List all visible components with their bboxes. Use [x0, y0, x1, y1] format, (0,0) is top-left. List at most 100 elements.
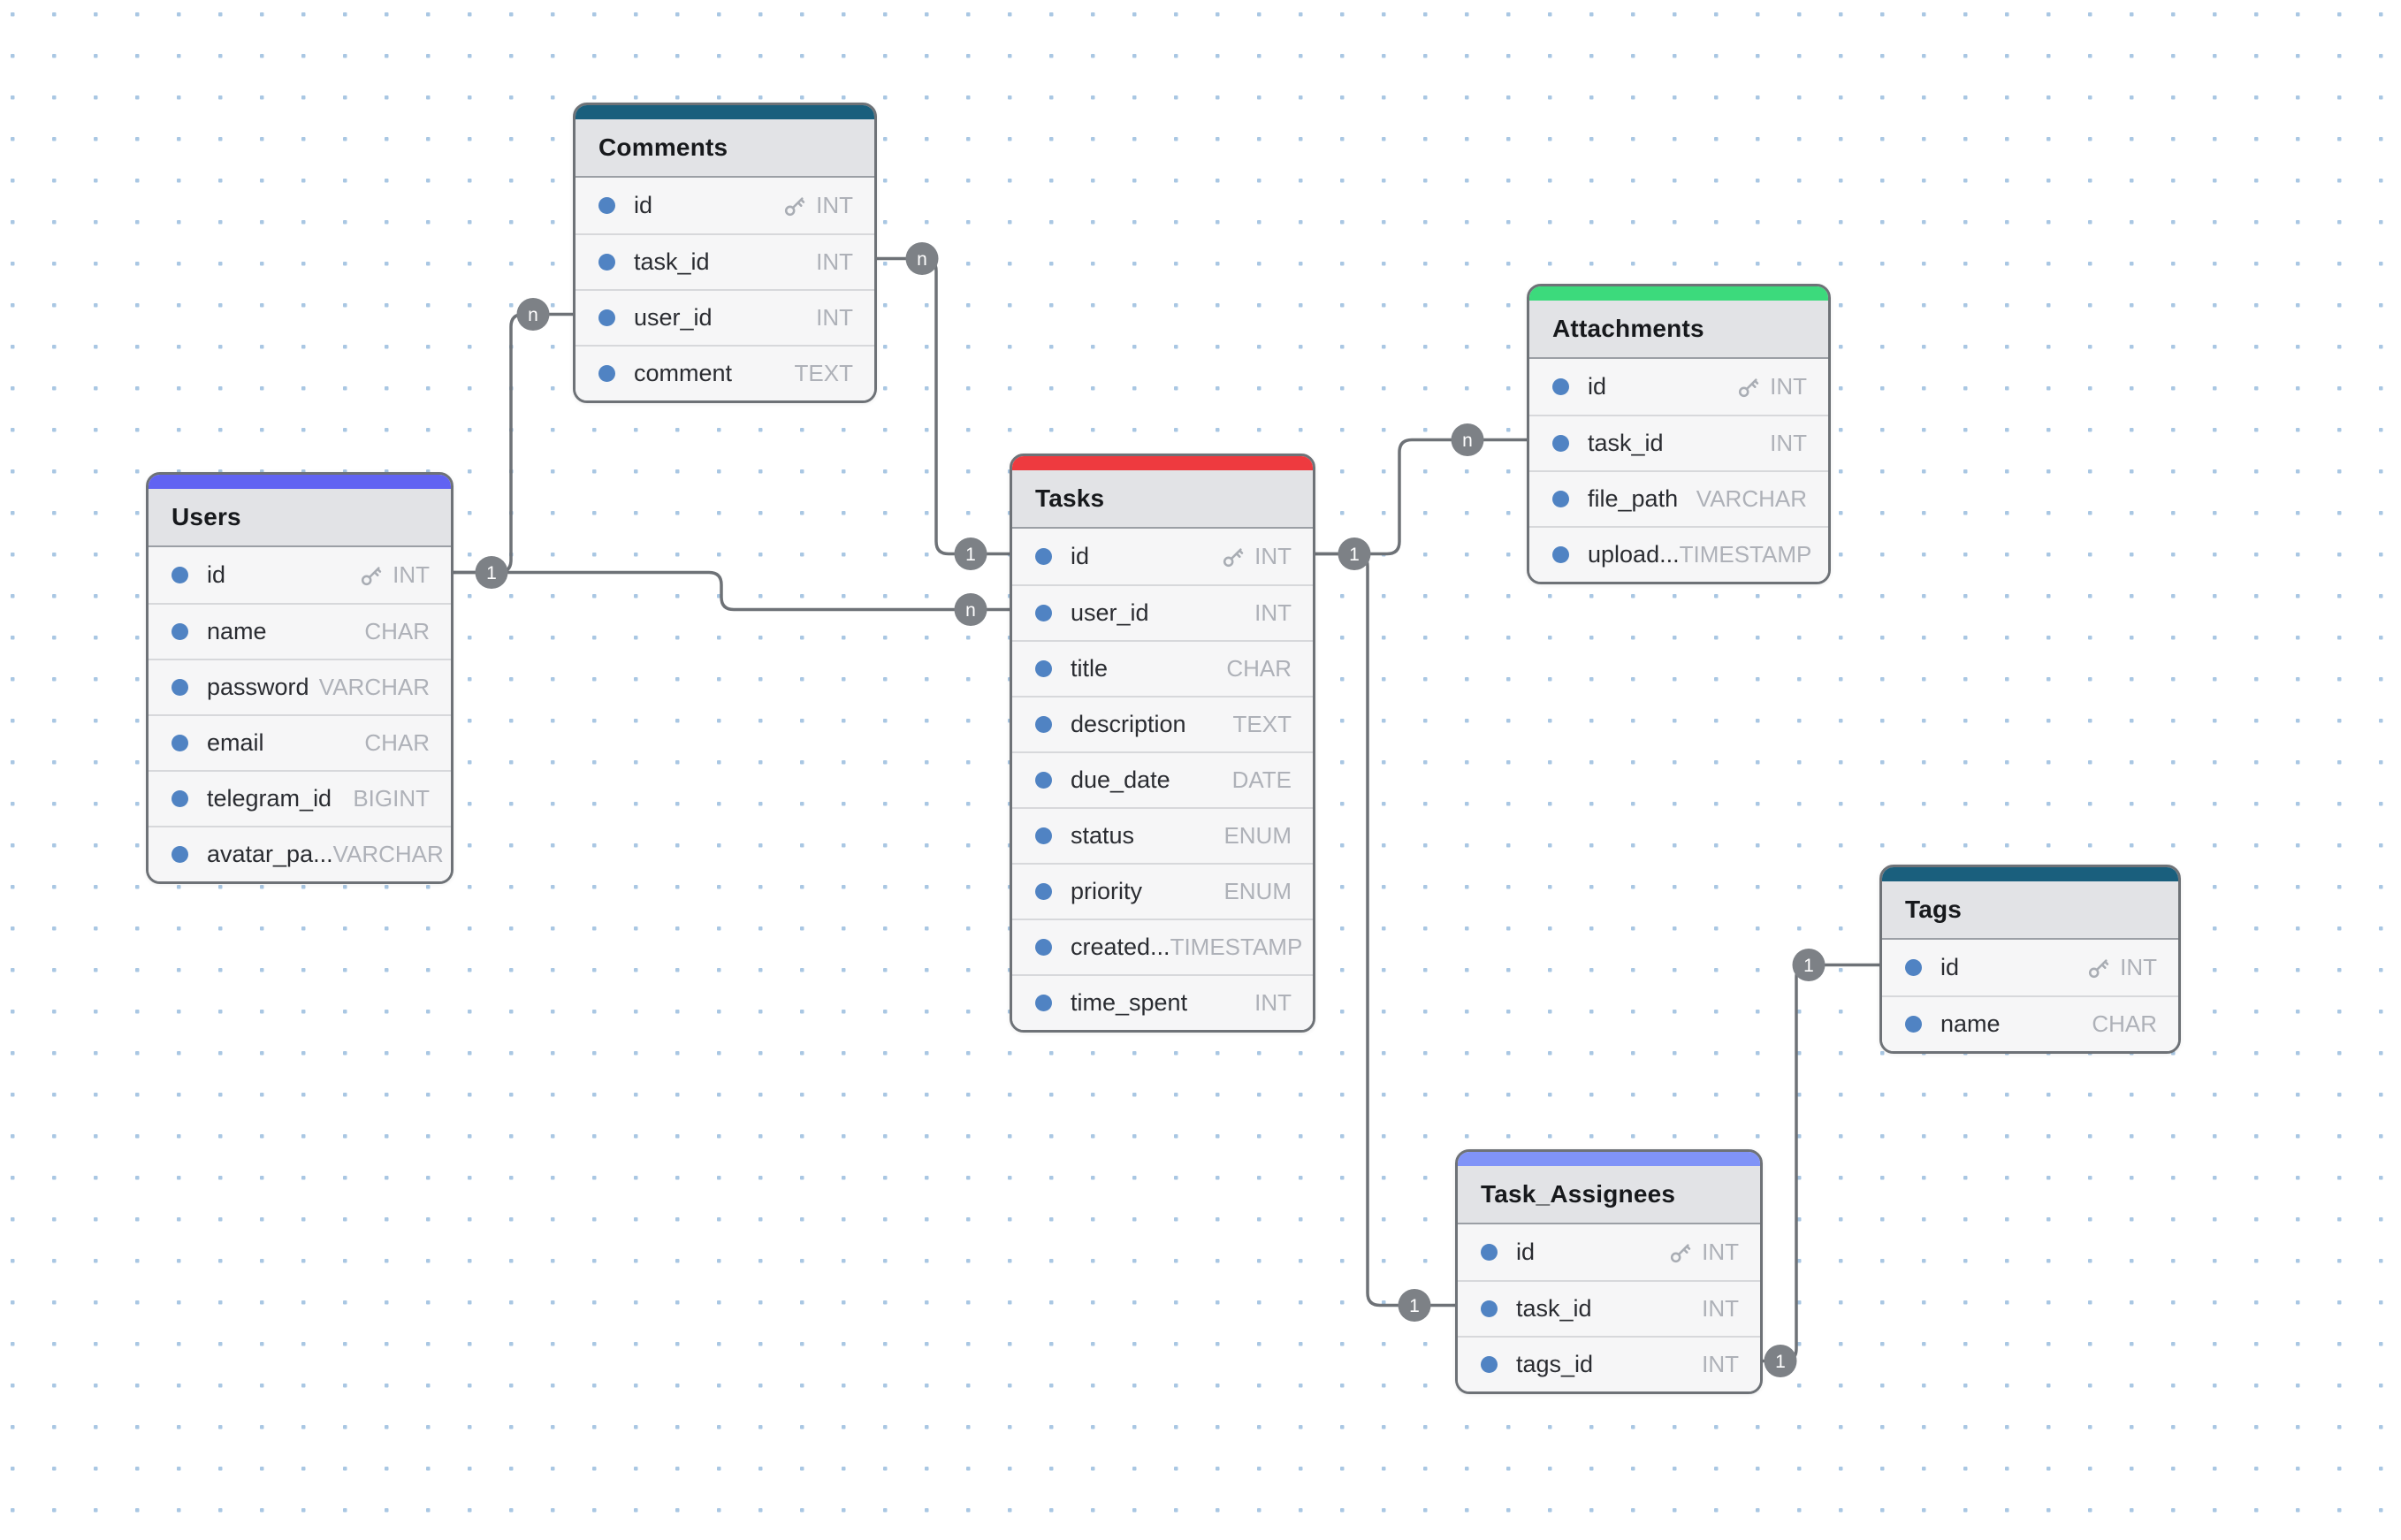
field-name: status [1071, 822, 1135, 849]
field-name: title [1071, 655, 1109, 682]
field-dot-icon [1481, 1244, 1498, 1261]
field-type: INT [1702, 1295, 1739, 1322]
table-row-users-telegram_id[interactable]: telegram_id BIGINT [149, 770, 451, 826]
field-type: VARCHAR [332, 841, 444, 867]
table-row-tasks-description[interactable]: description TEXT [1012, 696, 1313, 751]
field-type: CHAR [1226, 655, 1292, 682]
field-dot-icon [1552, 546, 1569, 563]
field-dot-icon [172, 679, 188, 696]
field-name: task_id [1588, 430, 1664, 456]
relationship-line-tasks_id-attachments_task_id[interactable] [1314, 438, 1528, 556]
field-type: DATE [1231, 766, 1292, 793]
field-name: description [1071, 711, 1186, 737]
table-row-attachments-upload[interactable]: upload...TIMESTAMP [1529, 526, 1828, 582]
field-name: created... [1071, 934, 1170, 960]
field-dot-icon [172, 846, 188, 863]
cardinality-badge: n [905, 242, 939, 275]
table-row-users-avatar_pa[interactable]: avatar_pa...VARCHAR [149, 826, 451, 881]
field-dot-icon [598, 197, 615, 214]
cardinality-label: 1 [486, 563, 497, 583]
field-dot-icon [1905, 959, 1922, 976]
field-dot-icon [598, 254, 615, 271]
primary-key-icon [1223, 547, 1244, 567]
cardinality-badge: n [516, 298, 550, 331]
table-row-tasks-title[interactable]: title CHAR [1012, 640, 1313, 696]
table-title: Attachments [1529, 301, 1828, 359]
field-type: VARCHAR [1696, 485, 1807, 512]
field-type: BIGINT [353, 785, 430, 812]
field-name: id [207, 561, 226, 588]
field-name: name [207, 618, 267, 644]
cardinality-label: n [1462, 431, 1473, 451]
field-dot-icon [1035, 605, 1052, 621]
field-name: user_id [634, 304, 713, 331]
field-dot-icon [1035, 548, 1052, 565]
cardinality-badge: 1 [1764, 1345, 1797, 1377]
field-type: VARCHAR [318, 674, 430, 700]
field-dot-icon [598, 309, 615, 326]
field-name: id [634, 192, 653, 218]
field-dot-icon [1552, 435, 1569, 452]
primary-key-icon [1671, 1243, 1691, 1262]
cardinality-label: n [965, 600, 976, 621]
table-row-tasks-status[interactable]: status ENUM [1012, 807, 1313, 863]
field-dot-icon [1035, 995, 1052, 1011]
cardinality-badge: 1 [1792, 949, 1826, 981]
field-dot-icon [172, 735, 188, 751]
field-dot-icon [1552, 491, 1569, 507]
table-title: Tags [1882, 881, 2178, 940]
primary-key-icon [1739, 377, 1759, 397]
field-type: TEXT [1232, 711, 1292, 737]
table-accent-bar [1882, 867, 2178, 881]
cardinality-label: n [528, 305, 538, 325]
table-accent-bar [1529, 286, 1828, 301]
relationship-line-users_id-tasks_user_id[interactable] [452, 570, 1011, 612]
field-name: id [1588, 373, 1607, 400]
primary-key-icon [2089, 958, 2109, 978]
field-name: comment [634, 360, 733, 386]
field-dot-icon [1905, 1016, 1922, 1033]
cardinality-label: n [917, 249, 927, 270]
field-name: time_spent [1071, 989, 1188, 1016]
table-row-users-email[interactable]: email CHAR [149, 714, 451, 770]
field-name: email [207, 729, 264, 756]
field-dot-icon [172, 790, 188, 807]
table-row-tasks-due_date[interactable]: due_date DATE [1012, 751, 1313, 807]
primary-key-icon [362, 566, 382, 585]
cardinality-label: 1 [1409, 1296, 1420, 1316]
field-type: ENUM [1223, 878, 1292, 904]
table-row-tasks-created[interactable]: created...TIMESTAMP [1012, 919, 1313, 974]
field-type: ENUM [1223, 822, 1292, 849]
field-name: due_date [1071, 766, 1170, 793]
cardinality-badge: 1 [1398, 1289, 1431, 1322]
table-accent-bar [575, 105, 874, 119]
field-name: telegram_id [207, 785, 332, 812]
field-type: CHAR [364, 729, 430, 756]
